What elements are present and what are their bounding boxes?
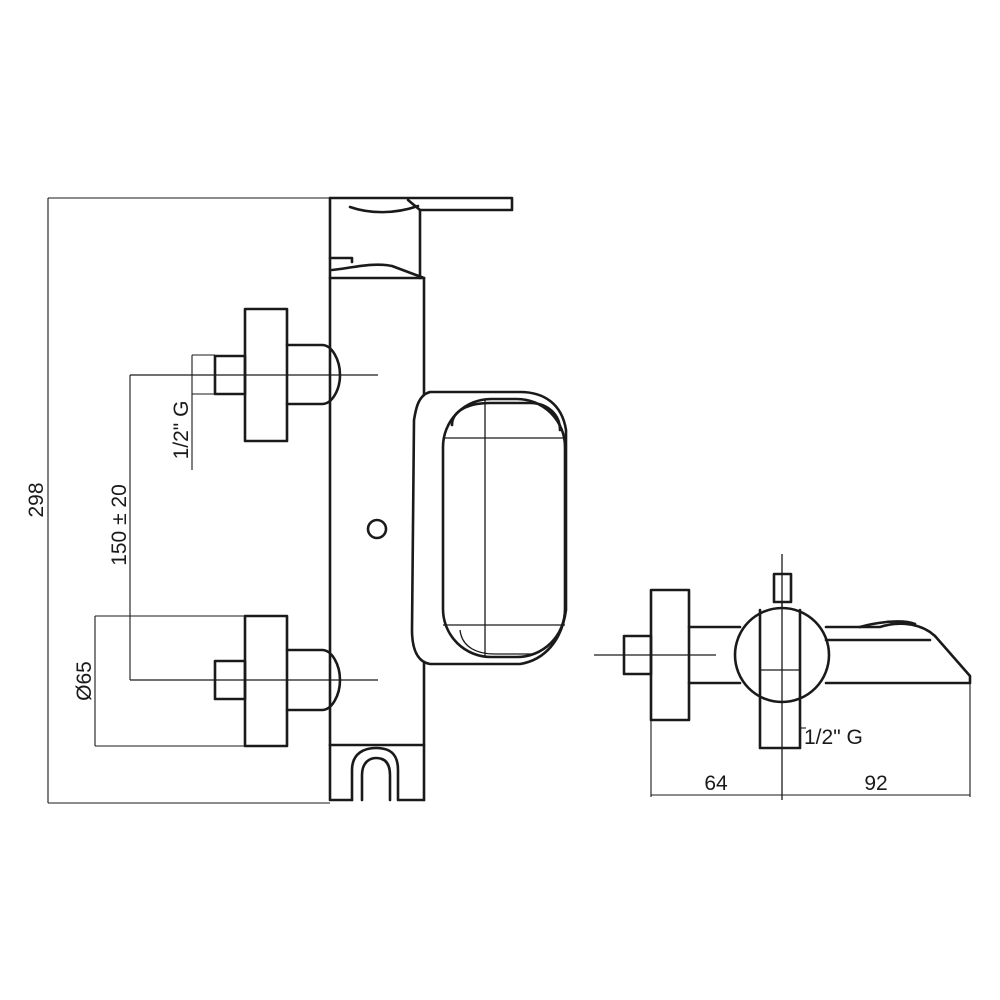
side-body: 1/2" G bbox=[733, 554, 863, 800]
dimension-label-thread-left: 1/2" G bbox=[170, 401, 193, 460]
dimension-flange-diameter: Ø65 bbox=[73, 615, 245, 747]
dimension-label-64: 64 bbox=[704, 772, 728, 795]
control-knob bbox=[410, 390, 568, 666]
spout-lever bbox=[328, 196, 514, 280]
set-screw-hole bbox=[366, 518, 388, 540]
shower-holder bbox=[328, 743, 426, 802]
dimension-label-diameter: Ø65 bbox=[73, 661, 96, 701]
dimension-overall-height: 298 bbox=[25, 197, 512, 804]
mixer-body bbox=[328, 256, 426, 802]
dimension-label-centers: 150 ± 20 bbox=[108, 484, 131, 566]
dimension-label-thread-side: 1/2" G bbox=[804, 726, 863, 749]
upper-connector: 1/2" G bbox=[130, 307, 378, 470]
dimension-label-92: 92 bbox=[864, 772, 887, 795]
dimension-label-298: 298 bbox=[25, 482, 48, 517]
dimension-centers: 150 ± 20 bbox=[108, 375, 131, 680]
side-wall-connector bbox=[594, 588, 742, 722]
dimension-depth: 64 92 bbox=[650, 683, 971, 797]
side-view: 1/2" G 64 92 bbox=[594, 554, 972, 800]
lower-connector bbox=[130, 614, 378, 748]
side-spout bbox=[824, 620, 972, 685]
front-view: 298 bbox=[25, 196, 568, 804]
